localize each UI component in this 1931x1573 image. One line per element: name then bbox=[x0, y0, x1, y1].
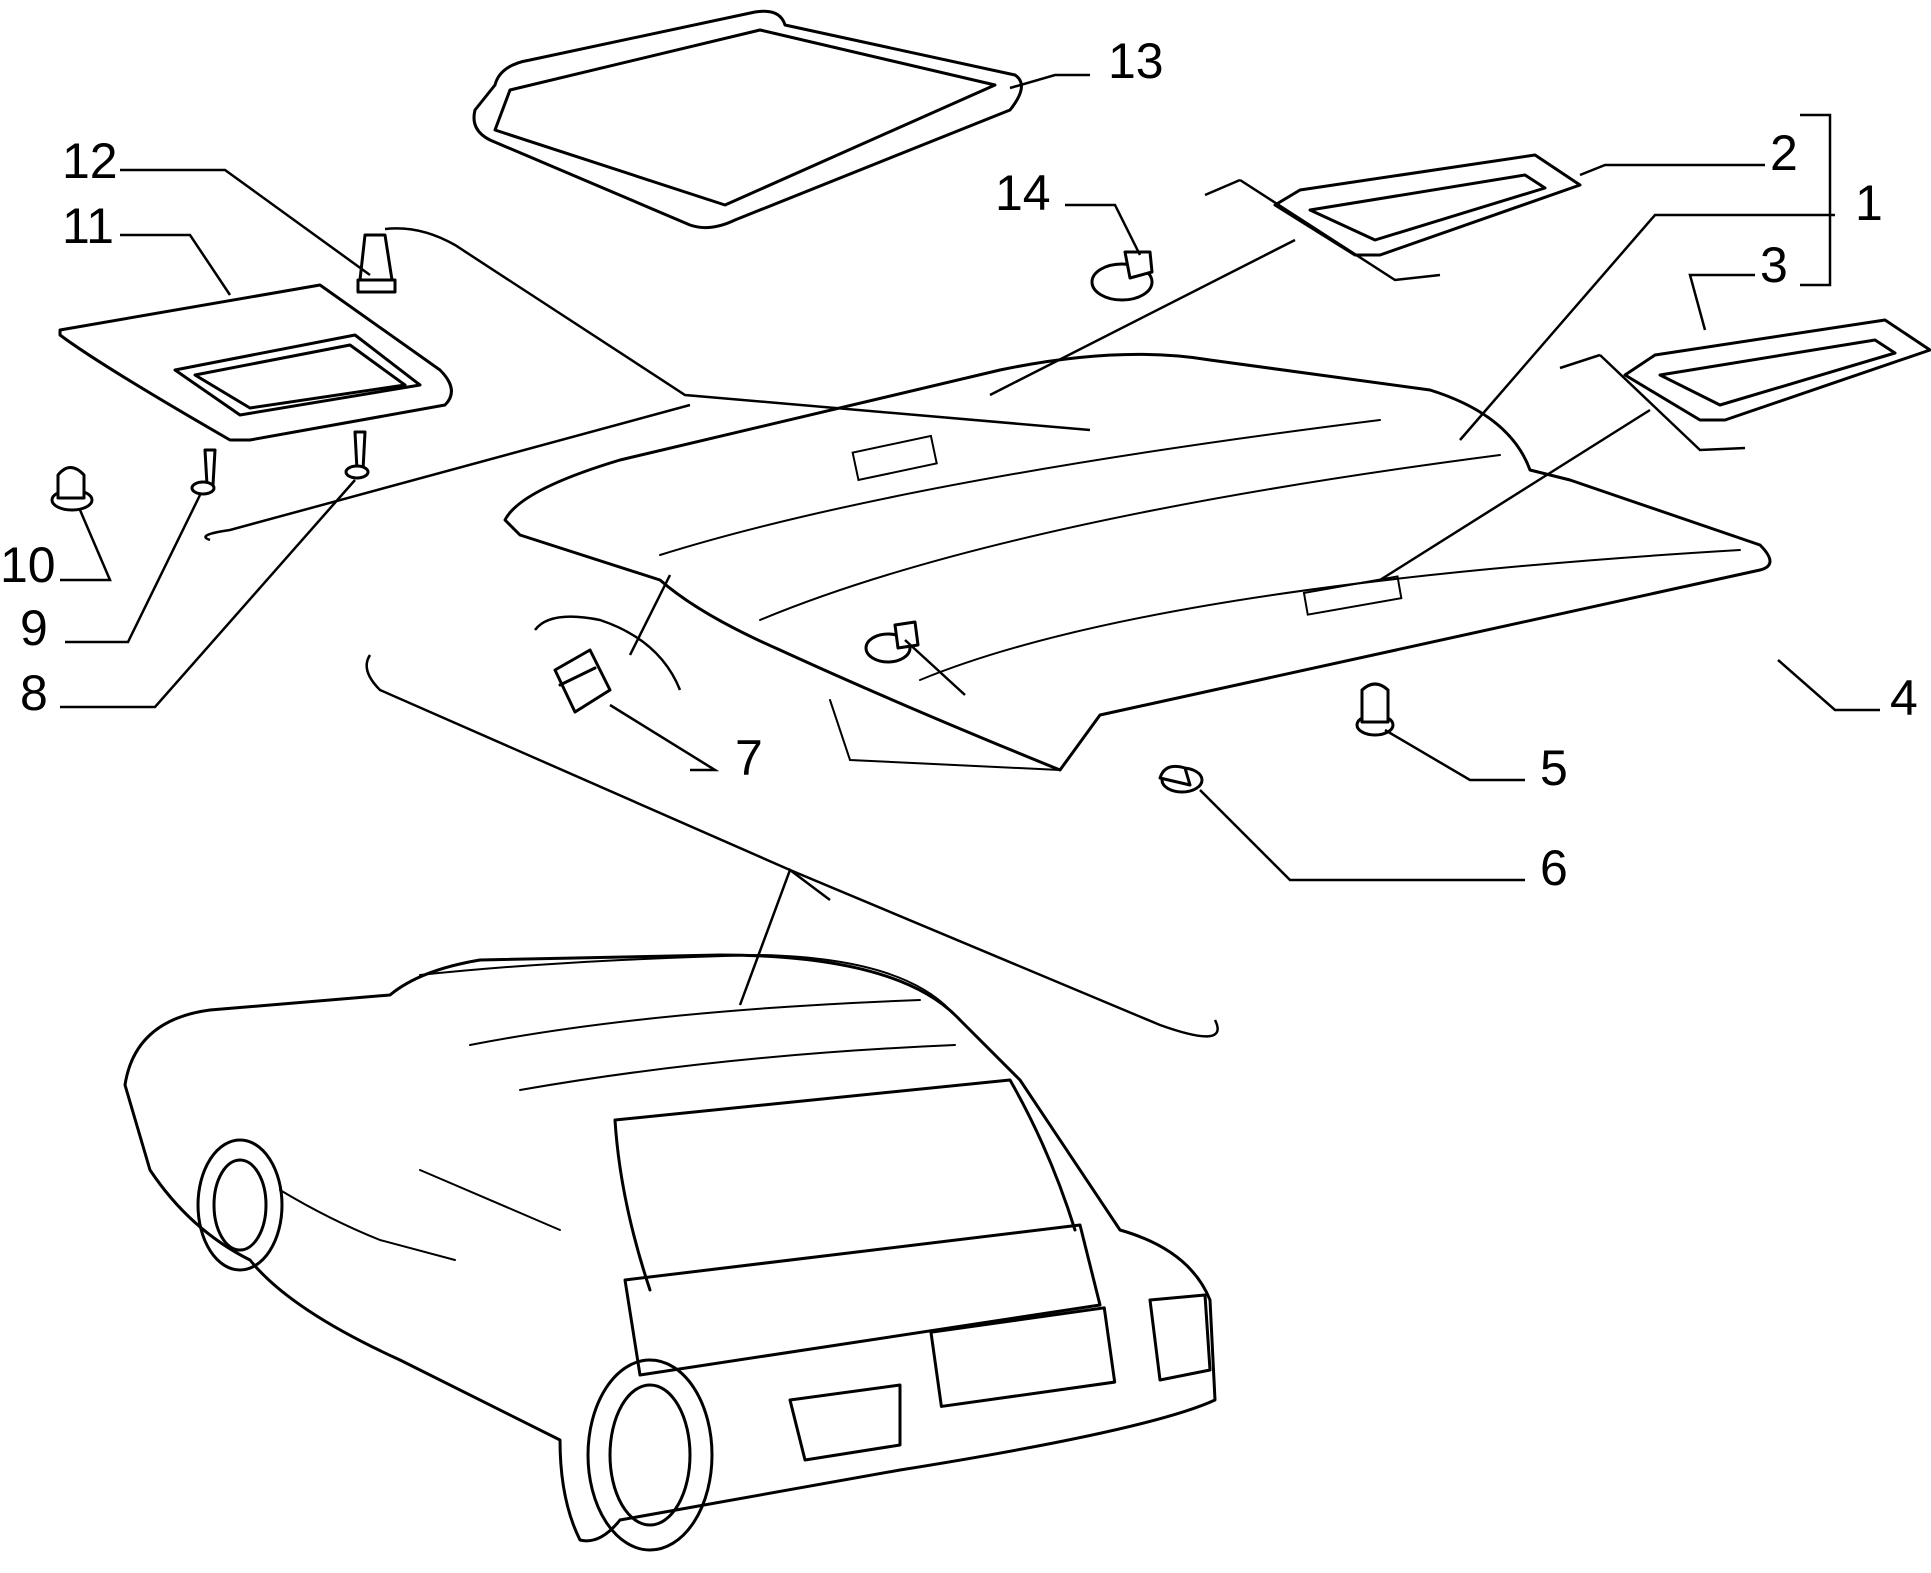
leader-7 bbox=[609, 703, 720, 772]
callout-1: 1 bbox=[1855, 175, 1883, 231]
part-11-overhead-console bbox=[58, 283, 453, 442]
callout-11: 11 bbox=[62, 198, 114, 254]
leader-3 bbox=[1688, 273, 1755, 331]
callout-2: 2 bbox=[1770, 125, 1798, 181]
leader-7-to-panel bbox=[628, 574, 672, 656]
callout-9: 9 bbox=[20, 600, 48, 656]
assembly-boundary-left bbox=[204, 403, 691, 542]
part-6-clip bbox=[1158, 764, 1204, 794]
callout-8: 8 bbox=[20, 665, 48, 721]
assembly-boundary-2 bbox=[1204, 178, 1441, 282]
leader-4 bbox=[904, 639, 966, 696]
leader-2-to-panel bbox=[989, 238, 1296, 397]
leader-12 bbox=[120, 168, 371, 277]
callout-12: 12 bbox=[62, 133, 118, 189]
callout-6: 6 bbox=[1540, 840, 1568, 896]
part-13-sunroof-seal bbox=[472, 9, 1023, 230]
part-8-screw bbox=[344, 430, 370, 480]
part-2-lamp-frame bbox=[1273, 153, 1582, 257]
part-9-screw bbox=[190, 448, 217, 496]
leader-11 bbox=[120, 233, 232, 296]
leader-1 bbox=[1459, 213, 1835, 441]
leader-to-car bbox=[738, 867, 831, 1006]
part-10-clip bbox=[50, 466, 94, 512]
leader-14 bbox=[1065, 203, 1142, 256]
part-12-bracket bbox=[356, 233, 397, 294]
part-5-clip bbox=[1355, 682, 1395, 737]
part-7-retainer bbox=[553, 648, 612, 714]
leader-10 bbox=[60, 509, 112, 582]
headlining-panel bbox=[503, 352, 1772, 772]
leader-5 bbox=[1384, 728, 1525, 782]
assembly-boundary-7 bbox=[534, 615, 682, 691]
leader-8 bbox=[60, 479, 356, 709]
part-3-lamp-frame bbox=[1623, 318, 1931, 422]
leader-13 bbox=[1009, 73, 1090, 90]
leader-3-to-panel bbox=[1379, 408, 1651, 582]
callout-7: 7 bbox=[735, 730, 763, 786]
part-14-plug bbox=[1090, 250, 1154, 302]
leader-9 bbox=[65, 494, 202, 644]
assembly-boundary-3 bbox=[1559, 353, 1746, 452]
callout-3: 3 bbox=[1760, 237, 1788, 293]
callout-4: 4 bbox=[1890, 670, 1918, 726]
callout-13: 13 bbox=[1108, 33, 1164, 89]
leader-6 bbox=[1199, 789, 1525, 882]
leader-4-b bbox=[1777, 659, 1880, 712]
leader-2 bbox=[1579, 163, 1765, 177]
part-4-clip bbox=[864, 620, 920, 664]
callout-14: 14 bbox=[995, 165, 1051, 221]
callout-10: 10 bbox=[0, 537, 56, 593]
assembly-boundary-top bbox=[384, 227, 1091, 432]
assembly-boundary-bottom bbox=[365, 654, 1219, 1038]
callout-5: 5 bbox=[1540, 740, 1568, 796]
leader-1-bracket bbox=[1800, 113, 1832, 287]
vehicle-outline bbox=[123, 953, 1217, 1552]
